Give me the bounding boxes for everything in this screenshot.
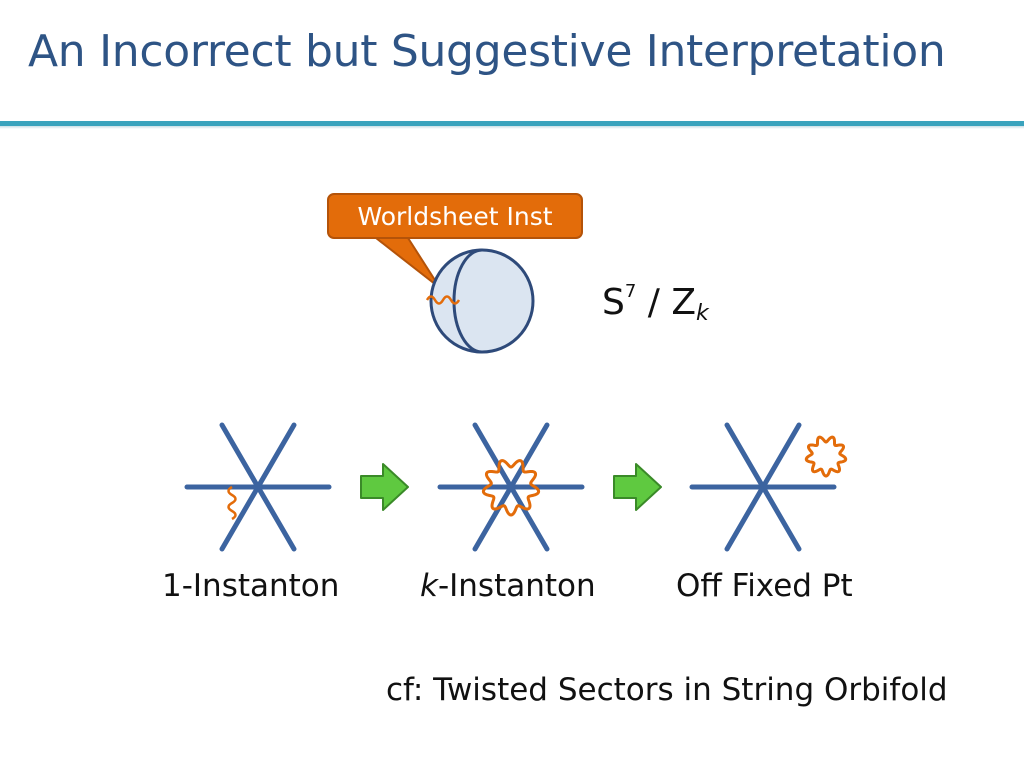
stage-3-worldsheet-loop [804, 435, 848, 478]
stage-2-text: -Instanton [437, 568, 596, 604]
space-quotient-sub: k [696, 301, 709, 326]
stage-2-emph: k [420, 568, 438, 604]
sphere-icon [429, 248, 535, 354]
stage-label-1-instanton: 1-Instanton [162, 568, 339, 604]
title-divider [0, 121, 1024, 126]
stage-3-fixed-lines [689, 422, 837, 552]
title-divider-shadow [0, 126, 1024, 129]
sphere-worldsheet-wiggle [425, 295, 461, 305]
stage-label-k-instanton: k-Instanton [420, 568, 596, 604]
stage-1-worldsheet-wiggle [227, 485, 237, 521]
stage-1-fixed-lines [184, 422, 332, 552]
stage-3-text: Off Fixed Pt [676, 568, 853, 604]
slide-title: An Incorrect but Suggestive Interpretati… [28, 26, 946, 77]
arrow-right-icon [613, 463, 662, 511]
footnote: cf: Twisted Sectors in String Orbifold [386, 672, 948, 708]
arrow-right-icon [360, 463, 409, 511]
worldsheet-inst-callout: Worldsheet Inst [327, 193, 583, 239]
stage-label-off-fixed-pt: Off Fixed Pt [676, 568, 853, 604]
orbifold-space-label: S7 / Zk [602, 281, 709, 326]
stage-2-worldsheet-loop [481, 459, 541, 517]
space-exponent: 7 [624, 281, 637, 302]
callout-pointer [375, 237, 441, 289]
stage-1-text: 1-Instanton [162, 568, 340, 604]
space-base: S [602, 282, 625, 323]
space-quotient: Z [671, 282, 696, 323]
space-separator: / [636, 282, 672, 323]
stage-2-fixed-lines [437, 422, 585, 552]
